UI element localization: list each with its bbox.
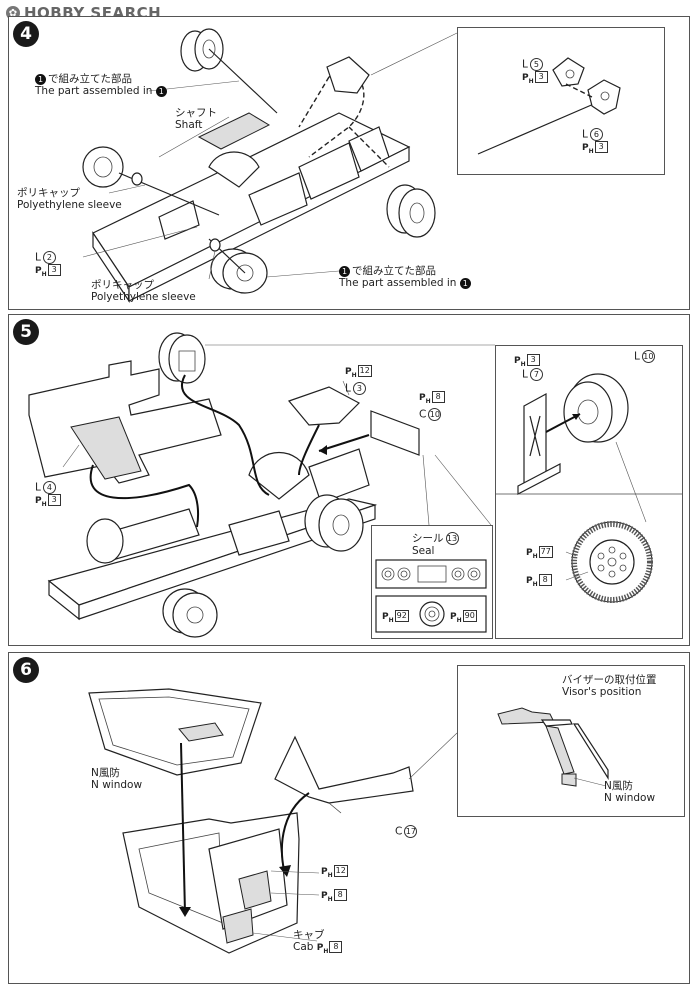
axle-detail-drawing (477, 57, 621, 155)
ph8-cab-label: PH8 (321, 889, 347, 906)
cab-assembly-drawing (88, 688, 458, 954)
visor-section-drawing (497, 707, 609, 787)
step-5-number: 5 (13, 319, 39, 345)
seal-ph90-label: PH90 (450, 610, 477, 624)
step-6-number: 6 (13, 657, 39, 683)
wheel-detail-drawing (496, 373, 682, 603)
step-4-number: 4 (13, 21, 39, 47)
seal-sticker-drawing (375, 559, 487, 633)
seal-ph92-label: PH92 (382, 610, 409, 624)
ph12-cab-label: PH12 (321, 865, 348, 879)
frame-assembly-drawing (28, 332, 495, 638)
chassis-assembly-drawing (82, 28, 458, 303)
ph77-label: PH77 (526, 546, 553, 560)
ph3-label: PH3 (514, 354, 540, 371)
ph8-tire-label: PH8 (526, 574, 552, 591)
